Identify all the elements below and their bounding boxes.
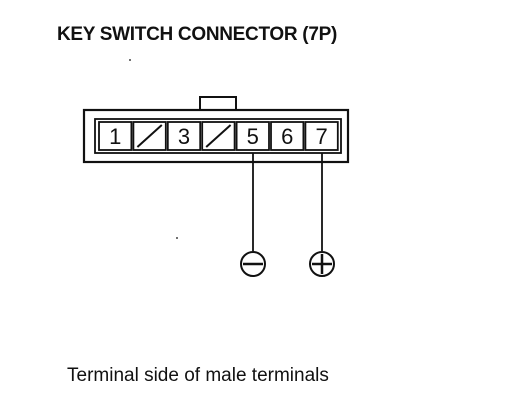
pin-cell-6: 6 xyxy=(270,121,305,151)
pin-cell-7: 7 xyxy=(304,121,339,151)
pin-cell-1: 1 xyxy=(98,121,133,151)
pin-label: 7 xyxy=(315,124,327,149)
pin-label: 1 xyxy=(109,124,121,149)
connector-cavity xyxy=(94,118,342,154)
connector-housing xyxy=(82,108,350,164)
pin-label: 3 xyxy=(178,124,190,149)
pin-cell-3: 3 xyxy=(166,121,202,151)
scan-speck xyxy=(176,237,178,239)
connector-lock-tab xyxy=(199,96,237,111)
plus-terminal-icon xyxy=(309,251,335,277)
unused-pin-slash xyxy=(136,124,163,148)
pin-cell-blank xyxy=(201,121,236,151)
diagram-caption: Terminal side of male terminals xyxy=(67,365,329,386)
pin-cell-blank xyxy=(132,121,167,151)
pin-cell-5: 5 xyxy=(235,121,270,151)
minus-terminal-icon xyxy=(240,251,266,277)
pin-label: 5 xyxy=(247,124,259,149)
diagram-title: KEY SWITCH CONNECTOR (7P) xyxy=(57,24,337,45)
unused-pin-slash xyxy=(205,124,232,148)
pin-label: 6 xyxy=(281,124,293,149)
scan-speck xyxy=(129,59,131,61)
